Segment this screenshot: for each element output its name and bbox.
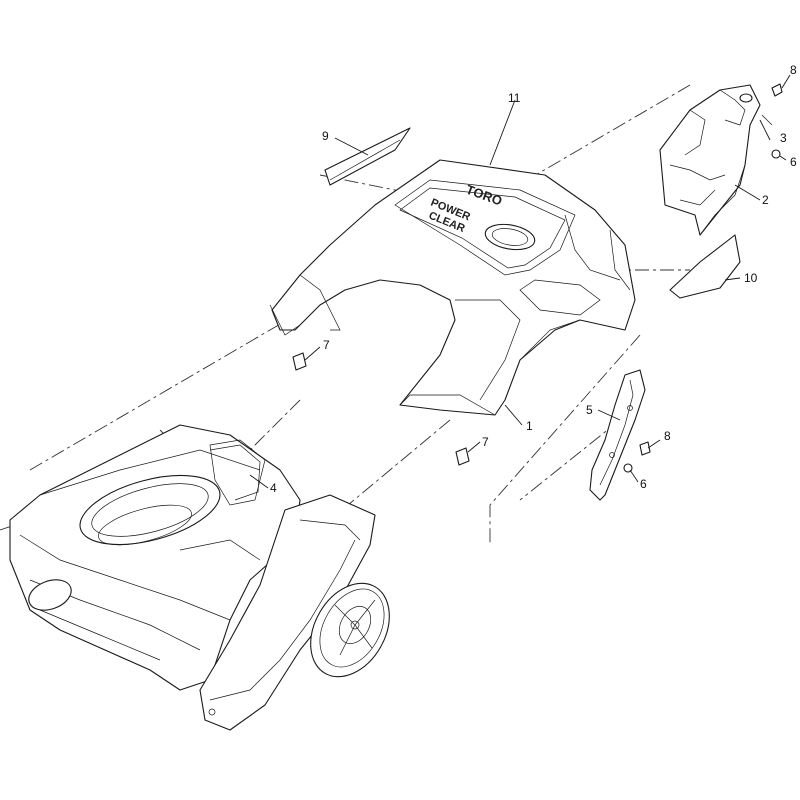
leader-lines bbox=[249, 74, 791, 489]
callout-3: 3 bbox=[780, 131, 787, 145]
callouts: 11 9 2 3 6 8 10 7 1 7 4 5 8 6 bbox=[270, 63, 797, 495]
chassis-housing bbox=[9, 424, 301, 691]
part-2-bracket bbox=[659, 83, 783, 236]
callout-11: 11 bbox=[508, 91, 521, 105]
callout-7b: 7 bbox=[482, 435, 489, 449]
callout-9: 9 bbox=[322, 129, 329, 143]
part-5-side-bracket bbox=[589, 369, 651, 501]
callout-2: 2 bbox=[762, 193, 769, 207]
part-7-clips bbox=[292, 352, 470, 466]
callout-8b: 8 bbox=[664, 429, 671, 443]
wheel bbox=[310, 582, 390, 678]
callout-10: 10 bbox=[744, 271, 758, 285]
part-10-decal bbox=[669, 234, 741, 299]
callout-8a: 8 bbox=[790, 63, 797, 77]
discharge-chute-wall bbox=[199, 494, 376, 731]
part-9-decal bbox=[324, 127, 411, 186]
part-4-inner-panel bbox=[209, 444, 261, 501]
callout-7a: 7 bbox=[323, 338, 330, 352]
callout-1: 1 bbox=[526, 419, 533, 433]
callout-4: 4 bbox=[270, 481, 277, 495]
part-1-main-shroud: TORO POWER CLEAR bbox=[269, 159, 636, 416]
callout-5: 5 bbox=[586, 403, 593, 417]
callout-6a: 6 bbox=[790, 155, 797, 169]
callout-6b: 6 bbox=[640, 477, 647, 491]
